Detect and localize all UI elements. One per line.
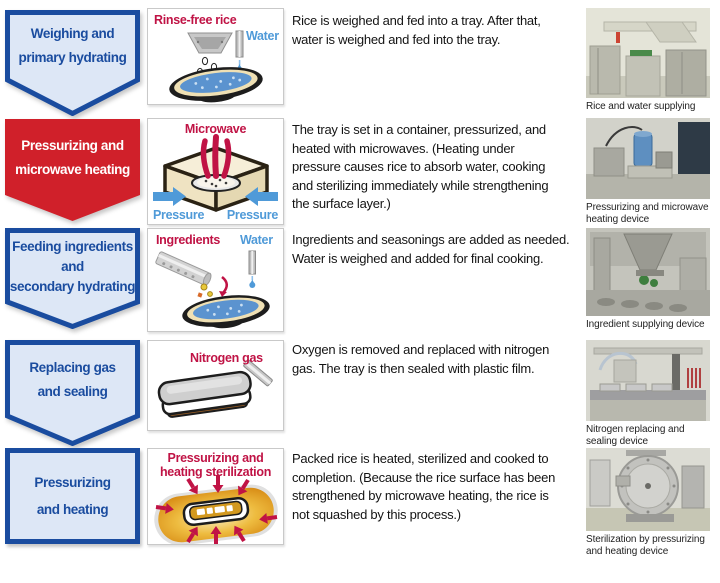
banner-arrow-shape [5, 119, 140, 221]
machine-photo [586, 118, 710, 199]
illustration-nitrogen: Nitrogen gas [147, 340, 284, 431]
photo-pressurizing-microwave-device [586, 118, 710, 199]
illustration-ingredients: Ingredients Water [147, 228, 284, 332]
banner-arrow-shape [5, 340, 140, 446]
gas-nozzle-icon [243, 359, 273, 387]
banner-label-line: Pressurizing and [21, 138, 124, 153]
tray-icon [182, 295, 270, 329]
nitrogen-gas-label: Nitrogen gas [190, 351, 263, 365]
inward-arrows-icon [155, 475, 278, 544]
banner-arrow-shape [5, 228, 140, 329]
banner-label-line: and sealing [37, 384, 108, 399]
ingredients-label: Ingredients [156, 233, 221, 247]
banner-label-line: microwave heating [15, 162, 130, 177]
rinse-free-rice-label: Rinse-free rice [154, 13, 237, 27]
weighing-illustration-svg [169, 30, 263, 103]
description-nitrogen: Oxygen is removed and replaced with nitr… [292, 342, 550, 376]
sealed-tray-icon [157, 370, 252, 418]
description-ingredients: Ingredients and seasonings are added as … [292, 232, 570, 266]
photo-rice-and-water-supplying [586, 8, 710, 98]
photo-caption: Nitrogen replacing and sealing device [586, 424, 685, 447]
banner-label-line: Replacing gas [29, 360, 116, 375]
banner-feeding-ingredients: Feeding ingredients and secondary hydrat… [5, 228, 140, 329]
machine-photo [586, 448, 710, 531]
microwave-label: Microwave [184, 122, 247, 136]
water-nozzle-icon [235, 30, 244, 74]
microwave-arrows-icon [200, 134, 232, 179]
illustration-weighing: Rinse-free rice Water [147, 8, 284, 105]
photo-caption: Pressurizing and microwave heating devic… [586, 202, 709, 225]
banner-label-line: Feeding ingredients [12, 239, 133, 254]
photo-caption: Sterilization by pressurizing and heatin… [586, 534, 705, 557]
photo-caption: Rice and water supplying [586, 101, 696, 112]
stir-arrow-icon [219, 275, 229, 297]
machine-photo [586, 228, 710, 316]
rice-hopper-icon [187, 32, 233, 54]
pressure-left-label: Pressure [153, 208, 205, 222]
ingredients-illustration-svg [155, 250, 270, 329]
description-weighing: Rice is weighed and fed into a tray. Aft… [292, 13, 541, 47]
banner-label-line: and [61, 259, 84, 274]
water-label: Water [240, 233, 273, 247]
banner-arrow-shape [5, 10, 140, 116]
water-nozzle-icon [248, 250, 256, 288]
microwave-illustration-svg [153, 134, 278, 212]
description-microwave: The tray is set in a container, pressuri… [292, 122, 549, 211]
banner-weighing-primary-hydrating: Weighing and primary hydrating [5, 10, 140, 116]
ingredient-bits-icon [197, 283, 213, 298]
banner-pressurizing-heating: Pressurizing and heating [5, 448, 140, 544]
banner-label-line: Weighing and [30, 26, 115, 41]
pressure-arrow-left-icon [153, 187, 186, 206]
banner-label-line: primary hydrating [18, 50, 127, 65]
photo-sterilization-device [586, 448, 710, 531]
illustration-microwave: Microwave Pressure Pressure [147, 118, 284, 225]
sterilization-illustration-svg [154, 475, 278, 544]
machine-photo [586, 8, 710, 98]
photo-ingredient-supplying-device [586, 228, 710, 316]
banner-replacing-gas-sealing: Replacing gas and sealing [5, 340, 140, 446]
illustration-sterilization: Pressurizing and heating sterilization [147, 448, 284, 545]
sterilization-label-line1: Pressurizing and [167, 451, 264, 465]
banner-label-line: secondary hydrating [9, 279, 136, 294]
machine-photo [586, 340, 710, 421]
sterilization-label-line2: heating sterilization [159, 465, 272, 479]
tray-icon [169, 67, 263, 103]
ingredient-chute-icon [155, 251, 212, 286]
photo-nitrogen-replacing-device [586, 340, 710, 421]
pressure-arrow-right-icon [245, 187, 278, 206]
photo-caption: Ingredient supplying device [586, 319, 705, 330]
pressure-right-label: Pressure [226, 208, 278, 222]
rice-pack-icon [182, 496, 250, 527]
banner-label-line: and heating [36, 502, 109, 517]
water-label: Water [246, 29, 279, 43]
banner-label-line: Pressurizing [34, 475, 111, 490]
tray-in-container-icon [191, 174, 241, 192]
nitrogen-illustration-svg [157, 359, 273, 418]
banner-pressurizing-microwave-heating: Pressurizing and microwave heating [5, 119, 140, 221]
description-sterilization: Packed rice is heated, sterilized and co… [292, 451, 556, 522]
